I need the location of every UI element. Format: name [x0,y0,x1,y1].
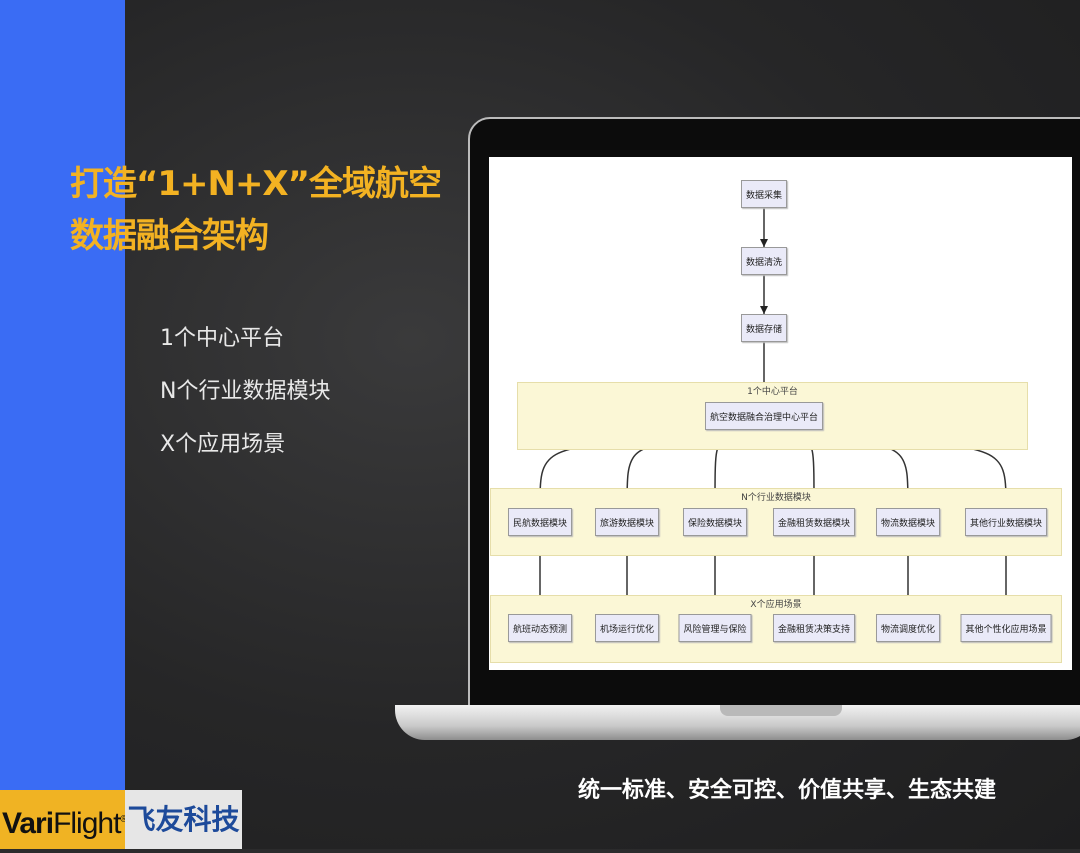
diagram-node: 数据清洗 [740,247,788,275]
diagram-node: 物流数据模块 [875,508,941,536]
diagram-node: 民航数据模块 [507,508,573,536]
diagram-node: 航空数据融合治理中心平台 [704,402,824,430]
diagram-node: 其他个性化应用场景 [960,614,1052,642]
diagram-node: 金融租赁数据模块 [772,508,856,536]
diagram-node: 机场运行优化 [594,614,660,642]
layer-label: N个行业数据模块 [741,493,811,503]
diagram-node: 数据存储 [740,314,788,342]
bullet-item: 1个中心平台 [160,326,284,351]
layer-label: X个应用场景 [750,600,802,610]
variflight-logo: VariFlight® [0,790,128,849]
slogan: 统一标准、安全可控、价值共享、生态共建 [578,778,997,803]
company-logo-cn: 飞友科技 [125,790,242,849]
title-line: 打造“1+N+X”全域航空 [70,164,442,204]
laptop-notch [720,705,842,716]
diagram-node: 航班动态预测 [507,614,573,642]
diagram-node: 物流调度优化 [875,614,941,642]
bullet-item: N个行业数据模块 [160,379,331,404]
diagram-node: 其他行业数据模块 [964,508,1048,536]
bullet-item: X个应用场景 [160,432,286,457]
diagram-node: 保险数据模块 [682,508,748,536]
title-line: 数据融合架构 [70,216,269,256]
diagram-node: 风险管理与保险 [678,614,752,642]
diagram-node: 旅游数据模块 [594,508,660,536]
layer-label: 1个中心平台 [747,387,798,397]
bullet-list: 1个中心平台 N个行业数据模块 X个应用场景 [160,312,330,471]
accent-bar [0,0,125,790]
diagram-node: 金融租赁决策支持 [772,614,856,642]
diagram-node: 数据采集 [740,180,788,208]
slide-title: 打造“1+N+X”全域航空 数据融合架构 [70,158,442,262]
